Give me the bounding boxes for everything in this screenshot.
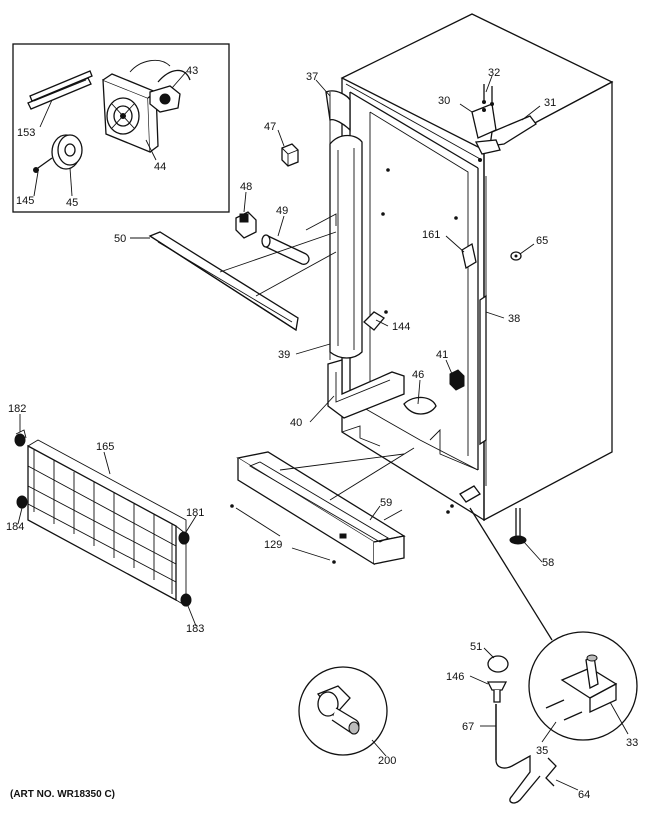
callout-51: 51: [470, 641, 482, 653]
part-49-lamp-tube: [261, 213, 337, 265]
callout-144: 144: [392, 321, 410, 333]
callout-39: 39: [278, 349, 290, 361]
callout-153: 153: [17, 127, 35, 139]
callout-146: 146: [446, 671, 464, 683]
callout-35: 35: [536, 745, 548, 757]
callout-200: 200: [378, 755, 396, 767]
part-129-screws: [230, 504, 336, 564]
callout-38: 38: [508, 313, 520, 325]
callout-161: 161: [422, 229, 440, 241]
callout-40: 40: [290, 417, 302, 429]
callout-32: 32: [488, 67, 500, 79]
part-200-drain-connector-detail: [298, 666, 388, 757]
callout-183: 183: [186, 623, 204, 635]
part-59-toe-grille: [236, 447, 415, 566]
fan-assembly-inset: [12, 43, 230, 213]
art-number-caption: (ART NO. WR18350 C): [10, 789, 115, 800]
part-145-screw: [33, 157, 53, 173]
part-48-lamp-socket: [235, 211, 257, 239]
callout-46: 46: [412, 369, 424, 381]
part-64-clip: [545, 757, 557, 787]
callout-33: 33: [626, 737, 638, 749]
part-165-wire-basket: [27, 439, 187, 607]
part-144-clip: [363, 311, 385, 331]
callout-50: 50: [114, 233, 126, 245]
callout-49: 49: [276, 205, 288, 217]
callout-48: 48: [240, 181, 252, 193]
callout-30: 30: [438, 95, 450, 107]
callout-41: 41: [436, 349, 448, 361]
part-41-block: [449, 369, 465, 391]
part-65-plug: [510, 251, 522, 261]
leader-lines: [17, 75, 579, 791]
callout-67: 67: [462, 721, 474, 733]
callout-59: 59: [380, 497, 392, 509]
callout-129: 129: [264, 539, 282, 551]
part-39-door-liner: [329, 134, 363, 359]
bottom-hinge-area: [446, 485, 553, 641]
part-146-drain-fitting: [486, 681, 508, 703]
part-33-35-bottom-hinge-detail: [528, 631, 638, 741]
callout-31: 31: [544, 97, 556, 109]
callout-47: 47: [264, 121, 276, 133]
callout-165: 165: [96, 441, 114, 453]
part-43-fan-motor: [129, 59, 191, 113]
part-183-clip: [180, 593, 192, 607]
part-47-switch: [281, 143, 299, 167]
callout-43: 43: [186, 65, 198, 77]
part-40-lower-bracket: [327, 359, 405, 419]
callout-64: 64: [578, 789, 590, 801]
part-181-clip: [178, 531, 190, 545]
part-153-strip: [27, 70, 93, 110]
part-44-fan-shroud: [102, 73, 159, 153]
callout-37: 37: [306, 71, 318, 83]
callout-181: 181: [186, 507, 204, 519]
callout-65: 65: [536, 235, 548, 247]
part-67-drain-tube: [495, 704, 541, 804]
callout-182: 182: [8, 403, 26, 415]
callout-45: 45: [66, 197, 78, 209]
part-50-rail: [148, 231, 337, 332]
callout-44: 44: [154, 161, 166, 173]
cabinet-shell: [340, 13, 614, 522]
callout-58: 58: [542, 557, 554, 569]
part-182-clip: [14, 429, 27, 447]
part-58-leveling-leg: [509, 508, 527, 545]
part-161-clip: [461, 242, 477, 270]
callout-184: 184: [6, 521, 24, 533]
part-30-31-32-top-hinge: [471, 84, 537, 162]
callout-145: 145: [16, 195, 34, 207]
inset-frame: [12, 43, 230, 213]
part-184-clip: [16, 495, 28, 509]
part-51-drain-cap: [487, 655, 509, 673]
callout-labels: 43 153 44 145 45 37 47 48 49 50 32 30 31…: [6, 65, 638, 801]
part-45-fan-blade: [51, 134, 83, 170]
